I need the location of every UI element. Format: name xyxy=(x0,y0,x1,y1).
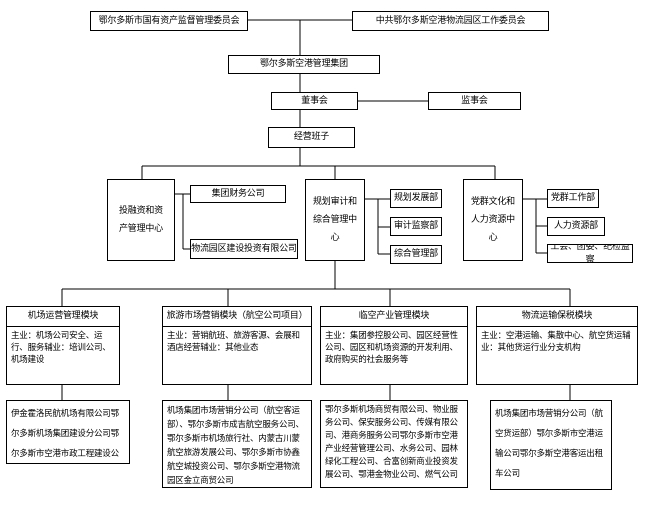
supervisors-box: 监事会 xyxy=(428,92,521,110)
planning-audit-center-box: 规划审计和综合管理中心 xyxy=(305,179,365,261)
party-work-dept-box: 党群工作部 xyxy=(547,189,599,208)
module-airport-operations: 机场运营管理模块 主业：机场公司安全、运行、服务辅业：培训公司、机场建设 xyxy=(6,306,120,385)
planning-dept-box: 规划发展部 xyxy=(390,189,442,208)
admin-dept-box: 综合管理部 xyxy=(390,245,442,264)
sasac-box: 鄂尔多斯市国有资产监督管理委员会 xyxy=(90,11,248,31)
module-business-text: 主业：营销航班、旅游客源、会展和酒店经营辅业：其他业态 xyxy=(167,331,300,353)
hr-dept-box: 人力资源部 xyxy=(547,217,605,236)
module-business-text: 主业：机场公司安全、运行、服务辅业：培训公司、机场建设 xyxy=(11,331,111,365)
union-league-discipline-box: 工会、团委、纪检监察 xyxy=(547,244,633,263)
module-airport-industry: 临空产业管理模块 主业：集团参控股公司、园区经营性公司、园区和机场资源的开发利用… xyxy=(320,306,468,385)
module-companies-list: 伊金霍洛民航机场有限公司鄂尔多斯机场集团建设分公司鄂尔多斯市空港市政工程建设公司 xyxy=(6,400,130,464)
module-tourism-marketing: 旅游市场营销模块（航空公司项目） 主业：营销航班、旅游客源、会展和酒店经营辅业：… xyxy=(162,306,312,385)
logistics-park-investment-box: 物流园区建设投资有限公司 xyxy=(190,239,298,259)
board-box: 董事会 xyxy=(271,92,358,110)
management-team-box: 经营班子 xyxy=(268,127,355,148)
module-title: 物流运输保税模块 xyxy=(477,307,637,327)
module-companies-list: 鄂尔多斯机场商贸有限公司、物业服务公司、保安服务公司、传媒有限公司、港商务服务公… xyxy=(320,400,468,488)
module-business-text: 主业：集团参控股公司、园区经营性公司、园区和机场资源的开发利用、政府购买的社会服… xyxy=(325,331,458,365)
party-hr-center-box: 党群文化和人力资源中心 xyxy=(463,179,523,261)
investment-asset-center-box: 投融资和资产管理中心 xyxy=(107,179,175,261)
module-title: 临空产业管理模块 xyxy=(321,307,467,327)
module-companies-list: 机场集团市场营销分公司（航空客运部）、鄂尔多斯市成吉航空服务公司、鄂尔多斯市机场… xyxy=(162,400,312,488)
party-committee-box: 中共鄂尔多斯空港物流园区工作委员会 xyxy=(352,11,549,31)
module-title: 旅游市场营销模块（航空公司项目） xyxy=(163,307,311,327)
group-box: 鄂尔多斯空港管理集团 xyxy=(228,55,380,74)
group-finance-company-box: 集团财务公司 xyxy=(190,185,286,203)
module-title: 机场运营管理模块 xyxy=(7,307,119,327)
module-logistics-bonded: 物流运输保税模块 主业：空港运输、集散中心、航空货运辅业：其他货运行业分支机构 xyxy=(476,306,638,385)
module-companies-list: 机场集团市场营销分公司（航空货运部）鄂尔多斯市空港运输公司鄂尔多斯空港客运出租车… xyxy=(490,400,612,490)
audit-dept-box: 审计监察部 xyxy=(390,217,442,236)
module-business-text: 主业：空港运输、集散中心、航空货运辅业：其他货运行业分支机构 xyxy=(481,331,631,353)
